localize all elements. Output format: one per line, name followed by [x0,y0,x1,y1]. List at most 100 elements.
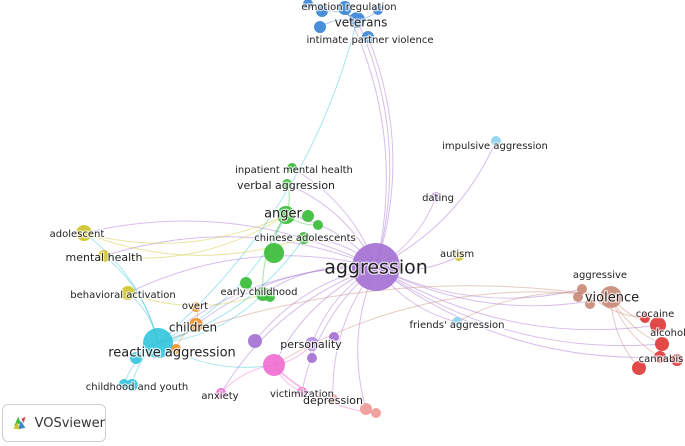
node-childhood-youth[interactable] [126,379,138,391]
node-blue-c[interactable] [373,5,383,15]
node-green-b[interactable] [313,220,323,230]
node-friends[interactable] [452,317,462,327]
node-children[interactable] [189,318,203,332]
edge-aggression-anxiety [220,266,377,394]
label-ipv: intimate partner violence [307,35,434,46]
label-mental-health: mental health [66,251,143,264]
label-autism: autism [440,249,474,260]
label-chinese: chinese adolescents [254,233,356,244]
label-cocaine: cocaine [636,309,675,320]
node-dating[interactable] [431,192,441,202]
node-cocaine[interactable] [650,317,666,333]
label-alcohol: alcohol [650,328,685,339]
node-veterans[interactable] [349,12,365,28]
node-blue-a[interactable] [316,5,328,17]
label-aggressive: aggressive [573,270,627,281]
node-blue-d[interactable] [303,0,313,9]
label-overt: overt [182,301,208,312]
node-red-b[interactable] [640,313,650,323]
edge-reactive-chinese [157,237,305,344]
label-verbal: verbal aggression [237,179,335,192]
label-early-childhood: early childhood [221,287,298,298]
label-impulsive-aggression: impulsive aggression [442,141,548,152]
vosviewer-badge: VOSviewer [2,404,106,442]
node-behavioral[interactable] [121,286,135,300]
node-anger[interactable] [277,206,295,224]
label-cannabis: cannabis [639,354,684,365]
node-purple-b[interactable] [329,332,339,342]
node-aggression[interactable] [352,243,400,291]
node-purple-c[interactable] [307,353,317,363]
edge-aggressive-red_b [581,288,646,319]
node-mental-health[interactable] [98,250,110,262]
label-victimization: victimization [270,389,334,400]
edge-aggression-emotion_regulation [344,7,387,268]
edge-aggression-behavioral [127,255,377,294]
node-overt[interactable] [191,302,201,312]
edge-aggression-aggressive [375,266,583,299]
edge-adolescent-anger [83,214,287,244]
node-victimization[interactable] [297,387,307,397]
label-inpatient: inpatient mental health [235,165,353,176]
edge-aggression-impulsive_aggression [375,140,497,268]
label-behavioral: behavioral activation [70,290,176,301]
node-anxiety[interactable] [216,388,226,398]
edge-aggression-children [195,266,377,326]
node-brown-a[interactable] [573,292,583,302]
node-cannabis[interactable] [654,351,666,363]
label-aggression: aggression [324,257,428,279]
node-pink-hub[interactable] [263,354,285,376]
node-blue-b[interactable] [314,21,326,33]
label-children: children [169,321,217,335]
edge-reactive-anger [157,214,287,344]
node-green-a[interactable] [302,210,314,222]
node-salmon-b[interactable] [371,408,381,418]
node-cyan-a[interactable] [130,352,142,364]
app-name: VOSviewer [34,415,105,431]
node-red-c[interactable] [671,354,683,366]
node-purple-a[interactable] [248,334,262,348]
node-adolescent[interactable] [76,225,92,241]
label-adolescent: adolescent [50,229,105,240]
label-reactive: reactive aggression [108,346,236,361]
node-ipv[interactable] [362,31,374,43]
node-green-c[interactable] [264,243,284,263]
label-dating: dating [422,193,454,204]
node-emotion-regulation[interactable] [338,1,352,15]
edge-aggression-reactive [157,266,377,344]
node-chinese[interactable] [298,232,310,244]
edge-aggression-violence [375,266,612,307]
label-emotion-regulation: emotion regulation [301,2,396,13]
edge-aggression-adolescent [83,220,377,268]
node-autism[interactable] [454,251,464,261]
node-aggressive[interactable] [577,284,587,294]
node-brown-b[interactable] [585,299,595,309]
node-alcohol[interactable] [655,337,669,351]
edge-aggression-cocaine [375,266,659,331]
label-violence: violence [585,291,639,306]
node-green-d[interactable] [240,277,252,289]
label-depression: depression [303,394,363,407]
vosviewer-logo-icon [13,416,26,430]
label-veterans: veterans [335,16,388,30]
node-inpatient[interactable] [287,163,297,173]
edge-aggression-veterans [356,19,391,268]
node-personality[interactable] [305,337,319,351]
node-violence[interactable] [600,286,622,308]
node-salmon-a[interactable] [360,403,372,415]
edge-mental_health-anger [103,214,287,259]
node-verbal[interactable] [282,179,292,189]
node-orange-a[interactable] [171,344,181,354]
node-green-e[interactable] [265,292,275,302]
label-anxiety: anxiety [201,391,238,402]
label-personality: personality [280,338,342,351]
node-red-a[interactable] [632,361,646,375]
node-impulsive-aggression[interactable] [491,136,501,146]
label-anger: anger [264,207,302,222]
label-childhood-youth: childhood and youth [86,382,188,393]
node-cyan-b[interactable] [119,379,129,389]
node-layer [76,0,683,418]
node-depression[interactable] [328,394,338,404]
node-reactive[interactable] [143,328,173,358]
